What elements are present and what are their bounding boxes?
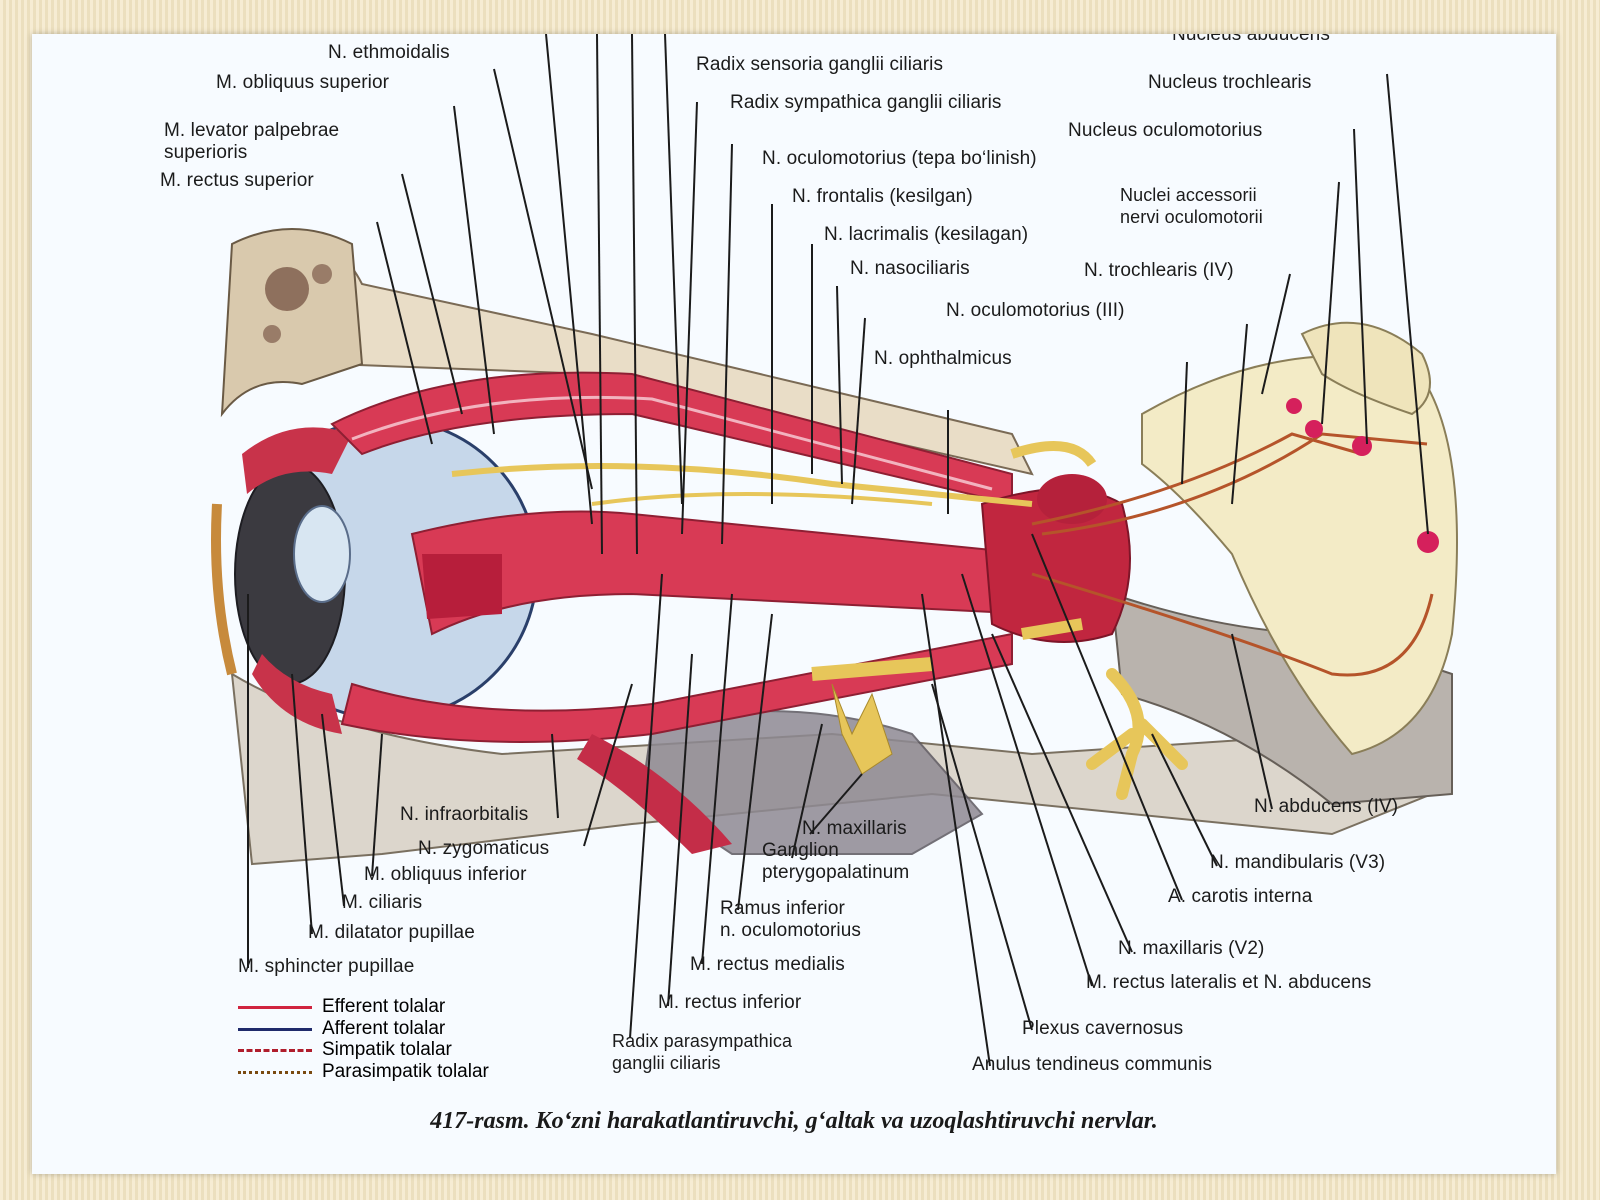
label-m-rectus-superior: M. rectus superior [160, 170, 314, 191]
trigeminal-branches [1086, 668, 1188, 800]
nucleus-trochlearis-dot [1305, 420, 1323, 438]
figure-caption: 417-rasm. Ko‘zni harakatlantiruvchi, g‘a… [430, 1108, 1158, 1134]
label-n-oculomotorius-tepa: N. oculomotorius (tepa bo‘linish) [762, 148, 1037, 169]
abducens-tract [1031, 572, 1434, 677]
label-m-obliquus-superior: M. obliquus superior [216, 72, 390, 93]
legend-label-simpatik: Simpatik tolalar [322, 1039, 452, 1060]
figure-panel: Nucleus abducens N. ethmoidalis M. obliq… [32, 34, 1556, 1174]
label-n-lacrimalis: N. lacrimalis (kesilagan) [824, 224, 1029, 245]
label-radix-sensoria: Radix sensoria ganglii ciliaris [696, 54, 944, 75]
orbit-illustration [211, 34, 1458, 1067]
label-nucleus-trochlearis: Nucleus trochlearis [1148, 72, 1312, 93]
label-m-levator-palpebrae: M. levator palpebrae superioris [164, 120, 340, 163]
label-n-maxillaris: N. maxillaris [802, 818, 907, 839]
label-n-infraorbitalis: N. infraorbitalis [400, 804, 529, 825]
label-n-frontalis: N. frontalis (kesilgan) [792, 186, 973, 207]
label-n-trochlearis-iv: N. trochlearis (IV) [1084, 260, 1234, 281]
label-m-rectus-lateralis: M. rectus lateralis et N. abducens [1086, 972, 1372, 993]
ganglion-pterygopalatinum [831, 683, 893, 775]
legend-swatch-parasimpatik [238, 1071, 312, 1074]
legend-swatch-afferent [238, 1028, 312, 1031]
label-radix-sympathica: Radix sympathica ganglii ciliaris [730, 92, 1002, 113]
nucleus-abducens-dot [1417, 531, 1439, 553]
nerve-bundle-upper [451, 463, 1033, 507]
frontal-sinus-bone [220, 228, 364, 418]
label-n-nasociliaris: N. nasociliaris [850, 258, 970, 279]
nerve-maxillary-trunk [811, 657, 933, 681]
label-n-maxillaris-v2: N. maxillaris (V2) [1118, 938, 1265, 959]
label-n-oculomotorius-iii: N. oculomotorius (III) [946, 300, 1125, 321]
label-n-zygomaticus: N. zygomaticus [418, 838, 550, 859]
label-n-ethmoidalis: N. ethmoidalis [328, 42, 450, 63]
label-ganglion-pterygopalatinum: Ganglion pterygopalatinum [762, 840, 910, 883]
label-m-dilatator-pupillae: M. dilatator pupillae [308, 922, 475, 943]
upper-eyelid [242, 427, 352, 494]
lower-eyelid [252, 654, 342, 734]
label-nucleus-abducens: Nucleus abducens [1172, 34, 1330, 45]
legend-label-efferent: Efferent tolalar [322, 996, 446, 1017]
label-n-abducens: N. abducens (IV) [1254, 796, 1399, 817]
label-m-sphincter-pupillae: M. sphincter pupillae [238, 956, 415, 977]
label-m-ciliaris: M. ciliaris [342, 892, 423, 913]
label-n-mandibularis: N. mandibularis (V3) [1210, 852, 1386, 873]
label-m-rectus-inferior: M. rectus inferior [658, 992, 802, 1013]
legend-swatch-simpatik [238, 1049, 312, 1052]
nucleus-accessorius-dot [1286, 398, 1302, 414]
label-a-carotis-interna: A. carotis interna [1168, 886, 1313, 907]
nucleus-oculomotorius-dot [1352, 436, 1372, 456]
label-m-obliquus-inferior: M. obliquus inferior [364, 864, 527, 885]
lens [293, 505, 351, 603]
inferior-muscles [340, 632, 1013, 743]
label-n-ophthalmicus: N. ophthalmicus [874, 348, 1012, 369]
legend-swatch-efferent [238, 1006, 312, 1009]
legend-label-parasimpatik: Parasimpatik tolalar [322, 1061, 489, 1082]
leader-lines [247, 34, 1429, 1067]
legend-label-afferent: Afferent tolalar [322, 1018, 446, 1039]
label-nucleus-oculomotorius: Nucleus oculomotorius [1068, 120, 1263, 141]
label-plexus-cavernosus: Plexus cavernosus [1022, 1018, 1184, 1039]
label-nuclei-accessorii: Nuclei accessorii nervi oculomotorii [1120, 185, 1263, 227]
label-ramus-inferior: Ramus inferior n. oculomotorius [720, 898, 862, 941]
label-anulus-tendineus: Anulus tendineus communis [972, 1054, 1213, 1075]
label-m-rectus-medialis: M. rectus medialis [690, 954, 845, 975]
label-radix-parasympathica: Radix parasympathica ganglii ciliaris [612, 1031, 793, 1073]
inferior-oblique [577, 734, 732, 854]
oculomotor-tract [1031, 432, 1363, 526]
